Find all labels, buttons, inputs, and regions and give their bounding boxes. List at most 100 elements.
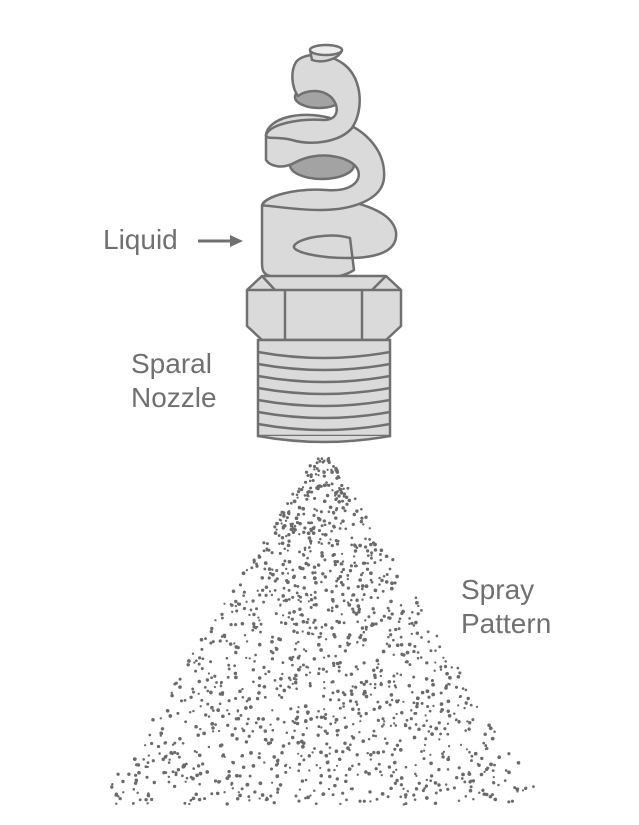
spray-droplet	[457, 704, 460, 707]
spray-droplet	[248, 774, 252, 778]
spray-droplet	[355, 546, 359, 550]
spray-pattern	[110, 456, 535, 806]
spray-droplet	[319, 484, 323, 488]
spray-droplet	[469, 785, 473, 789]
spray-droplet	[258, 797, 261, 800]
spray-droplet	[304, 592, 309, 597]
spray-droplet	[265, 547, 269, 551]
spray-droplet	[257, 755, 261, 760]
spray-droplet	[339, 562, 343, 566]
spray-droplet	[268, 571, 272, 575]
spray-droplet	[207, 672, 211, 675]
spray-droplet	[311, 571, 315, 575]
spray-droplet	[245, 699, 249, 703]
spray-droplet	[369, 556, 373, 560]
spray-droplet	[341, 750, 345, 754]
spray-droplet	[391, 558, 395, 562]
spray-droplet	[349, 672, 354, 676]
spray-droplet	[288, 611, 292, 615]
spray-droplet	[466, 696, 470, 701]
spray-droplet	[242, 594, 245, 597]
spray-droplet	[237, 791, 240, 794]
spray-droplet	[331, 661, 336, 666]
spray-droplet	[309, 598, 314, 602]
spray-droplet	[428, 709, 432, 713]
spray-droplet	[252, 625, 256, 629]
spray-droplet	[410, 709, 413, 712]
spray-droplet	[354, 612, 359, 616]
spray-droplet	[334, 538, 338, 543]
spray-droplet	[379, 558, 382, 562]
spray-droplet	[186, 663, 190, 667]
spray-droplet	[342, 701, 346, 705]
spray-droplet	[145, 775, 149, 779]
spray-droplet	[234, 650, 238, 655]
spray-droplet	[453, 712, 456, 715]
spray-droplet	[346, 573, 350, 577]
spray-droplet	[252, 612, 256, 617]
spray-droplet	[323, 708, 326, 711]
spray-droplet	[312, 513, 316, 518]
spray-droplet	[439, 691, 443, 695]
spray-droplet	[414, 787, 419, 791]
spray-droplet	[216, 708, 221, 712]
spray-droplet	[332, 511, 336, 515]
spray-droplet	[369, 753, 373, 757]
spray-droplet	[307, 754, 312, 758]
spray-droplet	[395, 574, 399, 579]
spray-droplet	[242, 590, 246, 594]
spray-droplet	[260, 793, 265, 797]
spray-droplet	[434, 791, 438, 795]
spray-droplet	[146, 802, 149, 805]
spray-droplet	[319, 648, 323, 652]
spray-droplet	[287, 742, 291, 745]
spray-droplet	[482, 792, 486, 796]
spray-droplet	[244, 706, 248, 710]
spray-droplet	[395, 778, 399, 783]
spray-droplet	[121, 779, 125, 784]
spray-droplet	[399, 776, 404, 780]
spray-droplet	[319, 510, 323, 514]
spray-droplet	[356, 641, 359, 644]
spray-droplet	[255, 696, 260, 701]
spray-droplet	[320, 625, 324, 629]
spray-droplet	[371, 607, 375, 611]
spray-droplet	[317, 469, 321, 473]
spray-droplet	[410, 632, 413, 636]
spray-droplet	[470, 754, 474, 758]
spray-droplet	[235, 773, 239, 778]
spray-droplet	[364, 515, 368, 519]
spray-droplet	[446, 732, 450, 736]
spray-droplet	[320, 554, 325, 558]
spray-droplet	[225, 802, 229, 806]
spray-droplet	[309, 717, 313, 721]
spray-droplet	[444, 783, 448, 786]
spray-droplet	[423, 743, 427, 747]
spray-droplet	[285, 567, 288, 571]
spray-droplet	[244, 740, 249, 744]
spray-droplet	[221, 714, 225, 719]
spray-droplet	[218, 692, 223, 696]
spray-droplet	[360, 587, 364, 591]
spray-droplet	[231, 589, 236, 593]
spray-droplet	[364, 711, 368, 716]
spray-droplet	[403, 793, 408, 797]
spray-droplet	[420, 702, 424, 705]
spray-droplet	[301, 744, 305, 749]
spray-droplet	[393, 684, 397, 687]
spray-droplet	[301, 486, 305, 489]
spray-droplet	[271, 651, 275, 655]
spray-droplet	[315, 486, 319, 490]
spray-droplet	[330, 529, 333, 533]
spray-droplet	[177, 755, 181, 759]
spray-droplet	[198, 782, 201, 786]
spray-droplet	[330, 482, 334, 486]
spray-droplet	[458, 695, 462, 698]
spray-droplet	[344, 725, 349, 729]
spray-droplet	[262, 541, 266, 545]
spray-droplet	[338, 527, 342, 530]
spray-droplet	[397, 620, 401, 624]
spray-droplet	[374, 767, 378, 771]
spray-droplet	[171, 770, 175, 774]
spray-droplet	[380, 578, 384, 583]
